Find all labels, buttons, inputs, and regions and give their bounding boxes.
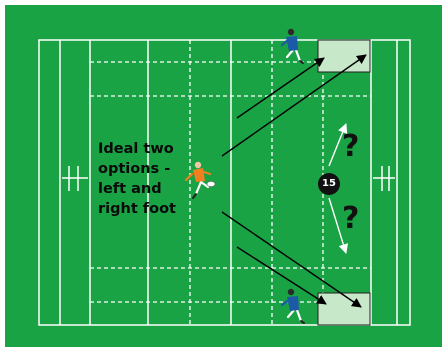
kick-arrows	[221, 54, 367, 308]
caption-line: right foot	[98, 201, 176, 217]
top-chaser-player	[280, 28, 304, 64]
question-mark-top: ?	[342, 129, 360, 164]
fullback-number-badge: 15	[318, 173, 340, 195]
solid-field-lines	[59, 40, 398, 325]
top-target-box	[317, 39, 371, 73]
kick-arrow-top-right	[221, 54, 367, 157]
fullback-arrow-down	[328, 197, 349, 254]
field-boundary	[38, 39, 411, 326]
fullback-arrow-up	[328, 123, 348, 167]
caption-line: left and	[98, 181, 162, 197]
right-goal-posts	[373, 166, 395, 191]
caption-line: Ideal two	[98, 141, 174, 157]
fullback-arrows	[328, 123, 349, 254]
kick-options-caption: Ideal two options - left and right foot	[98, 139, 210, 219]
caption-line: options -	[98, 161, 171, 177]
kicker-player	[184, 161, 216, 199]
kick-arrow-bottom-left	[236, 246, 327, 305]
bottom-target-box	[317, 292, 371, 326]
bottom-chaser-player	[280, 288, 305, 324]
left-goal-posts	[62, 166, 88, 191]
question-mark-bottom: ?	[342, 201, 360, 236]
kick-arrow-bottom-right	[221, 211, 362, 308]
kick-arrow-top-left	[236, 57, 325, 119]
